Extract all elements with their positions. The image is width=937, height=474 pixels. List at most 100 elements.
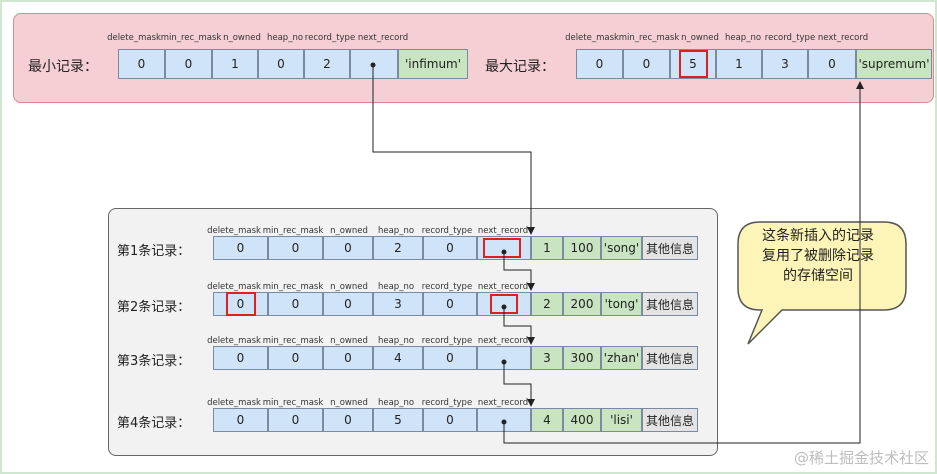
r3-delete-mask: 0 — [213, 346, 268, 370]
r3-num: 300 — [563, 346, 601, 370]
r3-hdr-heap-no: heap_no — [377, 336, 415, 346]
max-delete-mask: 0 — [576, 49, 623, 79]
r1-hdr-heap-no: heap_no — [377, 226, 415, 236]
r4-heap-no: 5 — [373, 408, 423, 432]
r3-id: 3 — [531, 346, 563, 370]
record4-label: 第4条记录： — [117, 416, 191, 431]
r1-hdr-record-type: record_type — [421, 226, 473, 236]
r2-name: 'tong' — [601, 292, 642, 316]
r2-hdr-heap-no: heap_no — [377, 282, 415, 292]
arrow-r2-to-r3 — [503, 307, 535, 345]
arrow-r3-to-r4 — [503, 362, 535, 407]
r1-name: 'song' — [601, 236, 642, 260]
hdr2-next-record: next_record — [817, 33, 869, 43]
hdr2-min-rec-mask: min_rec_mask — [618, 33, 680, 43]
max-min-rec-mask: 0 — [623, 49, 670, 79]
r3-hdr-next-record: next_record — [477, 336, 529, 346]
r4-hdr-heap-no: heap_no — [377, 398, 415, 408]
r2-hdr-delete-mask: delete_mask — [207, 282, 261, 292]
min-min-rec-mask: 0 — [165, 49, 212, 79]
r2-heap-no: 3 — [373, 292, 423, 316]
r1-other: 其他信息 — [642, 236, 698, 260]
r3-other: 其他信息 — [642, 346, 698, 370]
r2-record-type: 0 — [423, 292, 477, 316]
max-record-label: 最大记录： — [485, 59, 555, 75]
r3-min-rec-mask: 0 — [268, 346, 323, 370]
r1-min-rec-mask: 0 — [268, 236, 323, 260]
r4-delete-mask: 0 — [213, 408, 268, 432]
min-record-label: 最小记录： — [28, 59, 98, 75]
max-n-owned: 5 — [670, 49, 716, 79]
hdr-record-type: record_type — [304, 33, 356, 43]
r4-hdr-delete-mask: delete_mask — [207, 398, 261, 408]
hdr2-heap-no: heap_no — [724, 33, 762, 43]
r1-delete-mask: 0 — [213, 236, 268, 260]
r3-record-type: 0 — [423, 346, 477, 370]
r1-record-type: 0 — [423, 236, 477, 260]
r4-id: 4 — [531, 408, 563, 432]
r4-hdr-record-type: record_type — [421, 398, 473, 408]
r1-hdr-delete-mask: delete_mask — [207, 226, 261, 236]
r3-n-owned: 0 — [323, 346, 373, 370]
hdr-min-rec-mask: min_rec_mask — [160, 33, 222, 43]
callout-text: 这条新插入的记录 复用了被删除记录 的存储空间 — [738, 226, 898, 286]
r3-name: 'zhan' — [601, 346, 642, 370]
hdr-delete-mask: delete_mask — [107, 33, 161, 43]
r2-num: 200 — [563, 292, 601, 316]
max-supremum-tag: 'supremum' — [856, 49, 932, 79]
r4-n-owned: 0 — [323, 408, 373, 432]
r3-hdr-min-rec-mask: min_rec_mask — [262, 336, 324, 346]
r4-hdr-n-owned: n_owned — [330, 398, 368, 408]
min-next-record — [350, 49, 398, 79]
hdr-next-record: next_record — [357, 33, 409, 43]
r2-id: 2 — [531, 292, 563, 316]
min-record-type: 2 — [304, 49, 350, 79]
r4-other: 其他信息 — [642, 408, 698, 432]
r2-hdr-n-owned: n_owned — [330, 282, 368, 292]
callout-line-1: 这条新插入的记录 — [762, 228, 874, 244]
r4-record-type: 0 — [423, 408, 477, 432]
r3-hdr-record-type: record_type — [421, 336, 473, 346]
r1-id: 1 — [531, 236, 563, 260]
hdr2-delete-mask: delete_mask — [565, 33, 619, 43]
r1-hdr-next-record: next_record — [477, 226, 529, 236]
r4-num: 400 — [563, 408, 601, 432]
r2-min-rec-mask: 0 — [268, 292, 323, 316]
r3-hdr-n-owned: n_owned — [330, 336, 368, 346]
record3-label: 第3条记录： — [117, 354, 191, 369]
r2-hdr-record-type: record_type — [421, 282, 473, 292]
callout-line-2: 复用了被删除记录 — [762, 248, 874, 264]
r2-hdr-next-record: next_record — [477, 282, 529, 292]
arrow-r1-to-r2 — [503, 252, 535, 291]
r1-hdr-min-rec-mask: min_rec_mask — [262, 226, 324, 236]
min-n-owned: 1 — [212, 49, 258, 79]
r2-n-owned: 0 — [323, 292, 373, 316]
hdr2-n-owned: n_owned — [681, 33, 719, 43]
arrow-min-to-r1 — [372, 65, 535, 235]
max-next-record: 0 — [808, 49, 856, 79]
record1-label: 第1条记录： — [117, 244, 191, 259]
r4-name: 'lisi' — [601, 408, 642, 432]
min-delete-mask: 0 — [118, 49, 165, 79]
r2-hdr-min-rec-mask: min_rec_mask — [262, 282, 324, 292]
r1-heap-no: 2 — [373, 236, 423, 260]
r1-n-owned: 0 — [323, 236, 373, 260]
r1-hdr-n-owned: n_owned — [330, 226, 368, 236]
watermark: @稀土掘金技术社区 — [793, 449, 929, 467]
r1-num: 100 — [563, 236, 601, 260]
hdr2-record-type: record_type — [764, 33, 816, 43]
min-heap-no: 0 — [258, 49, 304, 79]
r4-hdr-min-rec-mask: min_rec_mask — [262, 398, 324, 408]
r3-heap-no: 4 — [373, 346, 423, 370]
callout-line-3: 的存储空间 — [783, 268, 853, 284]
record2-label: 第2条记录： — [117, 300, 191, 315]
r2-other: 其他信息 — [642, 292, 698, 316]
hdr-n-owned: n_owned — [223, 33, 261, 43]
max-record-type: 3 — [762, 49, 808, 79]
r4-hdr-next-record: next_record — [477, 398, 529, 408]
min-infimum-tag: 'infimum' — [398, 49, 468, 79]
hdr-heap-no: heap_no — [266, 33, 304, 43]
arrow-r4-to-supremum — [503, 81, 864, 444]
